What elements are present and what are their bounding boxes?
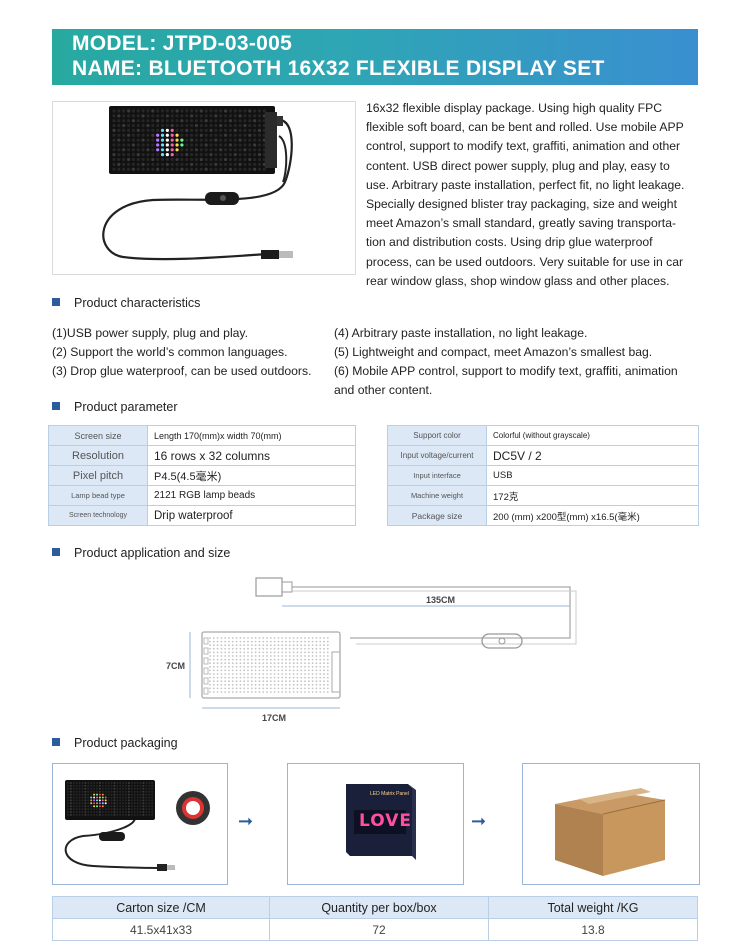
feature-item: (6) Mobile APP control, support to modif… (334, 364, 678, 378)
box-love-text: LOVE (359, 811, 412, 831)
params-table-right: Support color Colorful (without grayscal… (387, 425, 699, 526)
param-label: Lamp bead type (48, 485, 148, 506)
table-cell: 41.5x41x33 (52, 918, 270, 941)
intro-line: content. USB direct power supply, plug a… (366, 158, 670, 173)
arrow-right-icon: ➞ (238, 811, 254, 831)
intro-line: flexible soft board, can be bent and rol… (366, 120, 684, 135)
table-header-cell: Total weight /KG (488, 896, 698, 919)
intro-line: control, support to modify text, graffit… (366, 139, 681, 154)
intro-line: rear window glass, shop window glass and… (366, 273, 670, 288)
table-header-cell: Quantity per box/box (269, 896, 489, 919)
cable-length-label: 135CM (426, 595, 456, 605)
product-photo (52, 101, 356, 275)
table-row: Screen size Length 170(mm)x width 70(mm) (48, 425, 356, 446)
param-label: Machine weight (387, 485, 487, 506)
feature-item: (1)USB power supply, plug and play. (52, 326, 249, 340)
table-row: Support color Colorful (without grayscal… (387, 425, 699, 446)
section-square-icon (52, 298, 60, 306)
param-label: Screen technology (48, 505, 148, 526)
feature-item: (5) Lightweight and compact, meet Amazon… (334, 345, 653, 359)
section-heading-application: Product application and size (52, 546, 230, 560)
param-value: Drip waterproof (147, 505, 356, 526)
feature-item: (2) Support the world’s common languages… (52, 345, 288, 359)
param-value: 172克 (486, 485, 699, 506)
table-header-cell: Carton size /CM (52, 896, 270, 919)
table-row: Resolution 16 rows x 32 columns (48, 445, 356, 466)
box-led-label: LED Matrix Panel (370, 791, 409, 797)
param-label: Pixel pitch (48, 465, 148, 486)
table-row: Pixel pitch P4.5(4.5毫米) (48, 465, 356, 486)
packaging-table: Carton size /CM Quantity per box/box Tot… (52, 896, 698, 941)
param-value: 200 (mm) x200型(mm) x16.5(毫米) (486, 505, 699, 526)
param-value: USB (486, 465, 699, 486)
model-title: MODEL: JTPD-03-005 (72, 32, 293, 55)
intro-line: meet Amazon’s small standard, greatly sa… (366, 216, 677, 231)
packaging-carton (522, 763, 700, 885)
section-square-icon (52, 738, 60, 746)
packaging-retail-box: LED Matrix Panel LOVE (287, 763, 464, 885)
param-value: P4.5(4.5毫米) (147, 465, 356, 486)
param-label: Resolution (48, 445, 148, 466)
arrow-right-icon: ➞ (471, 811, 487, 831)
intro-paragraph: 16x32 flexible display package. Using hi… (366, 99, 706, 291)
param-label: Package size (387, 505, 487, 526)
width-label: 17CM (262, 713, 287, 723)
features-left: (1)USB power supply, plug and play. (2) … (52, 324, 311, 381)
height-label: 7CM (166, 661, 186, 671)
section-square-icon (52, 548, 60, 556)
section-heading-packaging: Product packaging (52, 736, 178, 750)
feature-item: (4) Arbitrary paste installation, no lig… (334, 326, 588, 340)
intro-line: use. Arbitrary paste installation, perfe… (366, 177, 685, 192)
table-row: Input interface USB (387, 465, 699, 486)
param-label: Screen size (48, 425, 148, 446)
param-value: 2121 RGB lamp beads (147, 485, 356, 506)
param-value: DC5V / 2 (486, 445, 699, 466)
intro-line: process, can be used outdoors. Very suit… (366, 254, 684, 269)
packaging-product-photo (52, 763, 228, 885)
param-label: Input voltage/current (387, 445, 487, 466)
table-header-row: Carton size /CM Quantity per box/box Tot… (52, 896, 698, 919)
param-label: Support color (387, 425, 487, 446)
features-right: (4) Arbitrary paste installation, no lig… (334, 324, 678, 400)
params-table-left: Screen size Length 170(mm)x width 70(mm)… (48, 425, 356, 526)
dimension-diagram: 135CM 7CM 17CM (160, 570, 600, 730)
header-banner: MODEL: JTPD-03-005 NAME: BLUETOOTH 16X32… (52, 29, 698, 85)
table-row: Input voltage/current DC5V / 2 (387, 445, 699, 466)
table-row: Screen technology Drip waterproof (48, 505, 356, 526)
feature-item: (3) Drop glue waterproof, can be used ou… (52, 364, 312, 378)
table-cell: 72 (269, 918, 489, 941)
feature-item: and other content. (334, 383, 433, 397)
section-square-icon (52, 402, 60, 410)
section-heading-parameter: Product parameter (52, 400, 178, 414)
intro-line: 16x32 flexible display package. Using hi… (366, 101, 663, 115)
product-name-title: NAME: BLUETOOTH 16X32 FLEXIBLE DISPLAY S… (72, 57, 605, 80)
param-label: Input interface (387, 465, 487, 486)
param-value: 16 rows x 32 columns (147, 445, 356, 466)
param-value: Length 170(mm)x width 70(mm) (147, 425, 356, 446)
table-cell: 13.8 (488, 918, 698, 941)
table-row: Machine weight 172克 (387, 485, 699, 506)
table-row: 41.5x41x33 72 13.8 (52, 918, 698, 941)
table-row: Package size 200 (mm) x200型(mm) x16.5(毫米… (387, 505, 699, 526)
table-row: Lamp bead type 2121 RGB lamp beads (48, 485, 356, 506)
intro-line: tion and distribution costs. Using drip … (366, 235, 653, 250)
section-heading-characteristics: Product characteristics (52, 296, 200, 310)
intro-line: Specially designed blister tray packagin… (366, 197, 677, 212)
param-value: Colorful (without grayscale) (486, 425, 699, 446)
